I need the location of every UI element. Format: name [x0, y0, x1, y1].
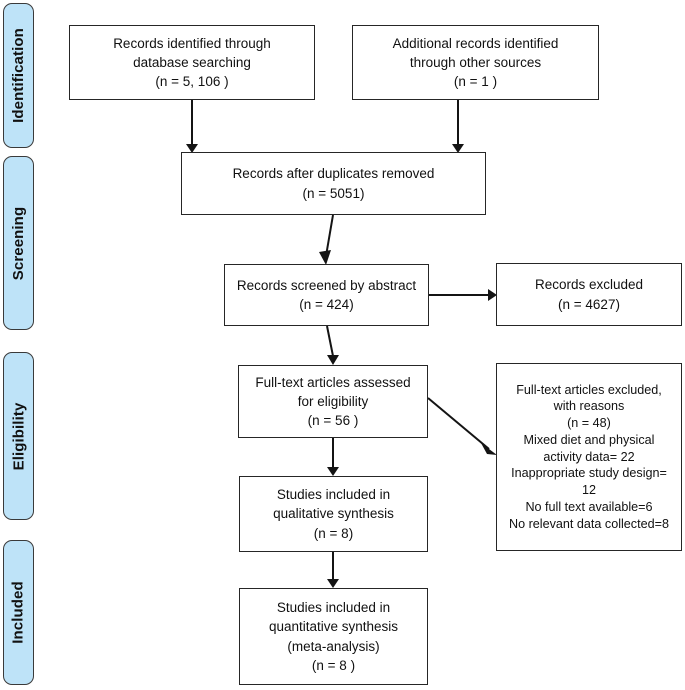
node-count: (n = 8): [313, 525, 354, 541]
node-line: Records screened by abstract: [236, 277, 417, 293]
node-records-identified-database: Records identified through database sear…: [69, 25, 315, 100]
phase-eligibility-label: Eligibility: [10, 402, 27, 470]
arrowhead-screened-to-fulltext: [327, 355, 339, 365]
node-reason: activity data= 22: [543, 449, 635, 464]
arrowhead-duplicates-to-screened: [319, 250, 331, 265]
node-count: (n = 8 ): [311, 657, 356, 673]
node-count: (n = 4627): [558, 296, 620, 312]
arrow-duplicates-to-screened: [325, 214, 334, 257]
phase-included-label: Included: [10, 581, 28, 644]
phase-screening: Screening: [3, 156, 34, 330]
node-line: through other sources: [409, 54, 542, 70]
node-line: database searching: [133, 54, 251, 70]
node-count: (n = 424): [299, 297, 354, 312]
phase-eligibility: Eligibility: [3, 352, 34, 520]
node-line: with reasons: [553, 399, 625, 414]
node-line: Additional records identified: [392, 35, 559, 51]
node-line: Records identified through: [113, 35, 271, 51]
node-line: Studies included in: [276, 600, 391, 616]
arrow-fulltext-to-excluded: [427, 397, 490, 450]
phase-screening-label: Screening: [10, 206, 27, 280]
phase-included: Included: [3, 540, 34, 685]
node-additional-records-other-sources: Additional records identified through ot…: [352, 25, 599, 100]
node-count: (n = 56 ): [307, 413, 359, 429]
node-count: (n = 5, 106 ): [155, 74, 229, 90]
node-studies-quantitative-synthesis: Studies included in quantitative synthes…: [239, 588, 428, 685]
node-reason: No relevant data collected=8: [509, 516, 669, 531]
node-line: for eligibility: [297, 393, 369, 409]
node-records-after-duplicates-removed: Records after duplicates removed (n = 50…: [181, 152, 486, 215]
node-count: (n = 5051): [302, 185, 365, 201]
node-line: (meta-analysis): [287, 638, 380, 654]
node-count: (n = 48): [567, 416, 611, 431]
node-line: Records after duplicates removed: [232, 166, 435, 182]
node-count: (n = 1 ): [453, 74, 498, 90]
node-reason: Inappropriate study design=: [511, 466, 667, 481]
node-line: qualitative synthesis: [273, 506, 394, 522]
node-fulltext-articles-assessed: Full-text articles assessed for eligibil…: [238, 365, 428, 438]
node-reason: No full text available=6: [525, 499, 653, 514]
node-records-screened: Records screened by abstract (n = 424): [224, 264, 429, 326]
arrowhead-fulltext-to-qualitative: [327, 467, 339, 476]
arrow-screened-to-fulltext: [326, 325, 334, 357]
node-reason: 12: [581, 483, 596, 498]
phase-identification-label: Identification: [10, 28, 28, 123]
node-line: Records excluded: [534, 277, 644, 293]
node-line: Full-text articles assessed: [255, 374, 411, 390]
arrowhead-fulltext-to-excluded: [481, 443, 497, 455]
node-reason: Mixed diet and physical: [523, 432, 655, 447]
node-studies-qualitative-synthesis: Studies included in qualitative synthesi…: [239, 476, 428, 552]
node-line: Full-text articles excluded,: [516, 382, 662, 397]
phase-identification: Identification: [3, 3, 34, 148]
node-line: Studies included in: [276, 487, 391, 503]
arrowhead-qualitative-to-quantitative: [327, 579, 339, 588]
node-records-excluded: Records excluded (n = 4627): [496, 263, 682, 326]
node-fulltext-articles-excluded: Full-text articles excluded, with reason…: [496, 363, 682, 551]
node-line: quantitative synthesis: [268, 619, 399, 635]
